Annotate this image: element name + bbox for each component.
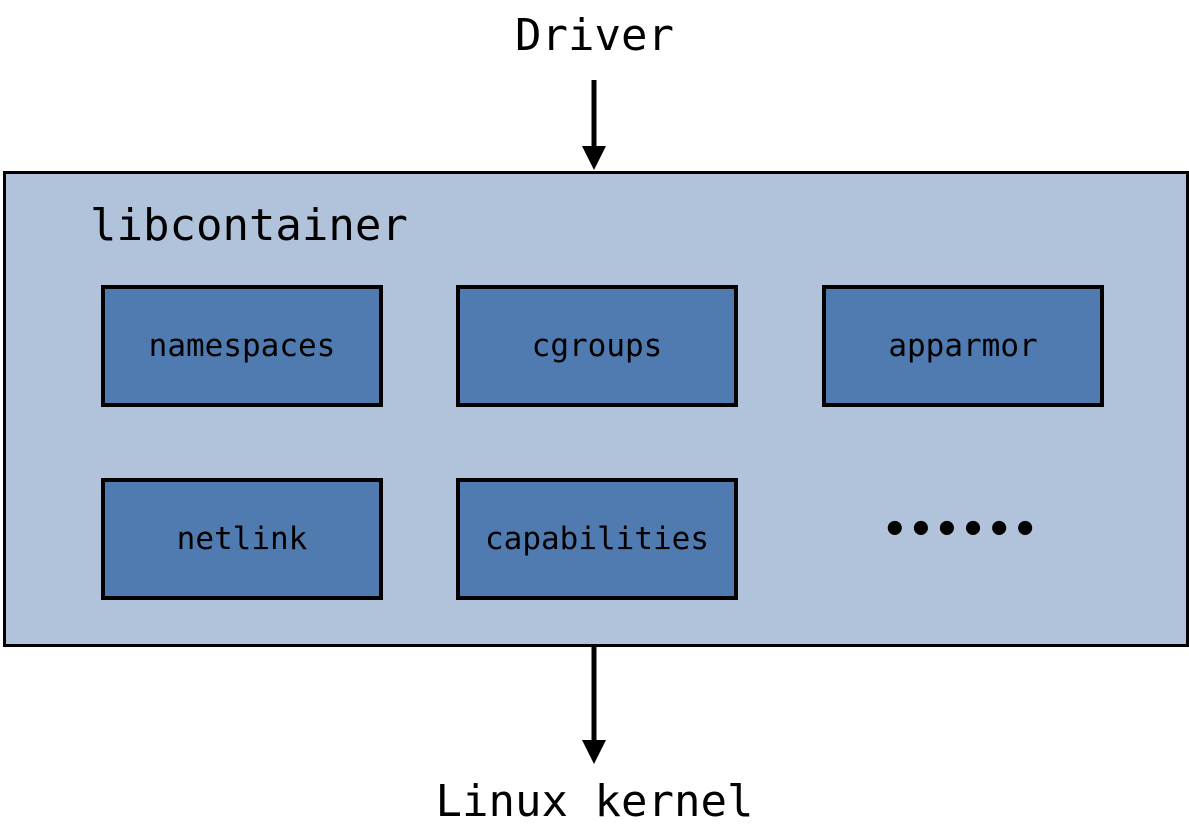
libcontainer-title: libcontainer [90,200,408,251]
linux-kernel-label: Linux kernel [435,776,754,827]
module-netlink: netlink [101,478,383,600]
driver-label: Driver [515,10,674,61]
module-apparmor: apparmor [822,285,1104,407]
module-namespaces: namespaces [101,285,383,407]
more-modules-ellipsis: •••••• [882,507,1040,553]
module-cgroups: cgroups [456,285,738,407]
module-capabilities: capabilities [456,478,738,600]
libcontainer-box: libcontainer namespaces cgroups apparmor… [3,171,1189,647]
